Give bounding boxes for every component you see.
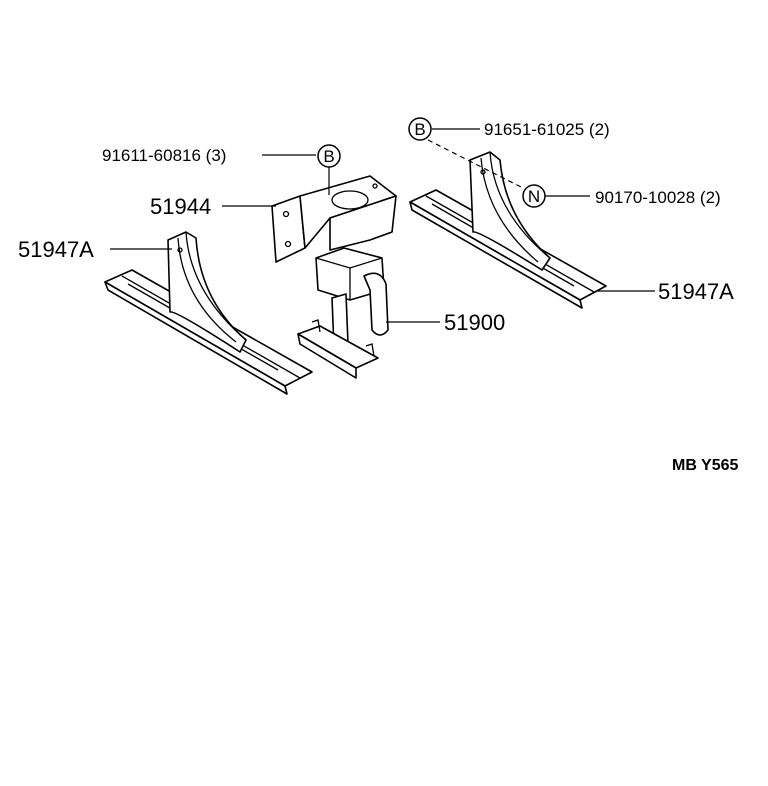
bracket-drawing: [271, 175, 397, 263]
marker-b-right: B: [408, 117, 432, 141]
label-bolt-91651: 91651-61025 (2): [484, 120, 610, 139]
label-nut-90170: 90170-10028 (2): [595, 188, 721, 207]
right-support-rail-drawing: [409, 151, 607, 309]
footer-code: MB Y565: [672, 457, 739, 474]
label-support-right-51947a: 51947A: [658, 279, 734, 304]
label-bolt-91611: 91611-60816 (3): [102, 146, 226, 165]
marker-b-left: B: [317, 144, 341, 168]
marker-n: N: [522, 184, 546, 208]
label-bracket-51944: 51944: [150, 194, 211, 219]
leader-lines: [110, 128, 655, 323]
left-support-rail-drawing: [104, 231, 313, 395]
label-carrier-51900: 51900: [444, 310, 505, 335]
marker-b-left-text: B: [323, 147, 334, 166]
label-support-left-51947a: 51947A: [18, 237, 94, 262]
spare-carrier-drawing: [297, 247, 389, 379]
marker-n-text: N: [528, 187, 540, 206]
marker-b-right-text: B: [414, 120, 425, 139]
